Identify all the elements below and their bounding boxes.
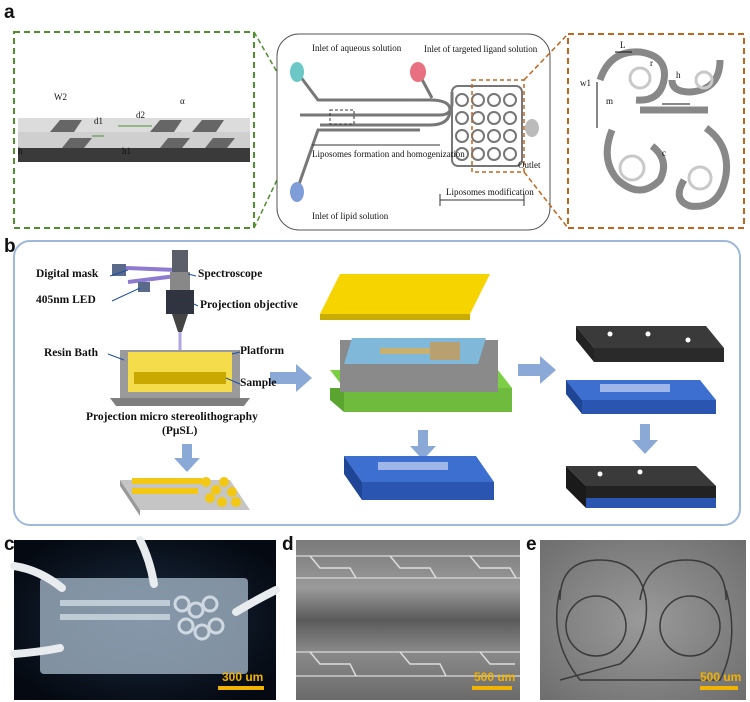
lipid-inlet-icon <box>290 182 304 202</box>
label-aqueous-inlet: Inlet of aqueous solution <box>312 43 402 53</box>
label-405nm-led: 405nm LED <box>36 294 96 306</box>
label-h-right: h <box>676 70 681 80</box>
label-alpha: α <box>180 96 185 106</box>
label-sample: Sample <box>240 377 277 389</box>
panel-letter-b: b <box>4 236 16 257</box>
printed-mold <box>120 477 250 516</box>
photo-d <box>296 540 520 700</box>
label-h: h <box>18 146 23 156</box>
channel-cross-section <box>18 118 250 162</box>
panel-letter-e: e <box>526 534 537 555</box>
label-w2: W2 <box>54 92 67 102</box>
label-formation: Liposomes formation and homogenization <box>312 149 465 159</box>
label-ligand-inlet: Inlet of targeted ligand solution <box>424 44 538 54</box>
pdms-chip-blue <box>344 456 494 500</box>
photo-e <box>540 540 746 700</box>
label-platform: Platform <box>240 345 285 357</box>
bonding-assembly <box>566 326 724 414</box>
aqueous-inlet-icon <box>290 62 304 82</box>
label-pusl-abbrev: (PμSL) <box>162 425 198 437</box>
label-r: r <box>650 58 653 68</box>
spiral-units <box>596 48 731 210</box>
panel-letter-d: d <box>282 534 294 555</box>
label-projection-objective: Projection objective <box>200 299 298 311</box>
label-d1: d1 <box>94 116 103 126</box>
panel-letter-c: c <box>4 534 15 555</box>
label-resin-bath: Resin Bath <box>44 347 98 359</box>
scale-bar-e: 500 um <box>700 670 742 684</box>
label-lipid-inlet: Inlet of lipid solution <box>312 211 389 221</box>
casting-assembly <box>320 274 512 412</box>
label-L: L <box>620 40 626 50</box>
label-pusl-title: Projection micro stereolithography <box>86 411 258 423</box>
process-arrows <box>174 356 658 472</box>
label-spectroscope: Spectroscope <box>198 268 263 280</box>
label-modification: Liposomes modification <box>446 187 534 197</box>
panel-letter-a: a <box>4 2 15 23</box>
label-d2: d2 <box>136 110 145 120</box>
label-c: c <box>662 148 666 158</box>
scale-bar-d: 500 um <box>474 670 516 684</box>
outlet-icon <box>525 119 539 137</box>
label-h1: h1 <box>122 146 131 156</box>
scale-bar-c: 300 um <box>222 670 264 684</box>
label-w1: w1 <box>580 78 591 88</box>
ligand-inlet-icon <box>410 62 426 82</box>
pusl-device <box>110 250 250 406</box>
photo-c <box>10 536 280 700</box>
label-outlet: Outlet <box>518 160 541 170</box>
label-digital-mask: Digital mask <box>36 268 99 280</box>
bonded-chip <box>566 466 716 508</box>
label-m: m <box>606 96 614 106</box>
